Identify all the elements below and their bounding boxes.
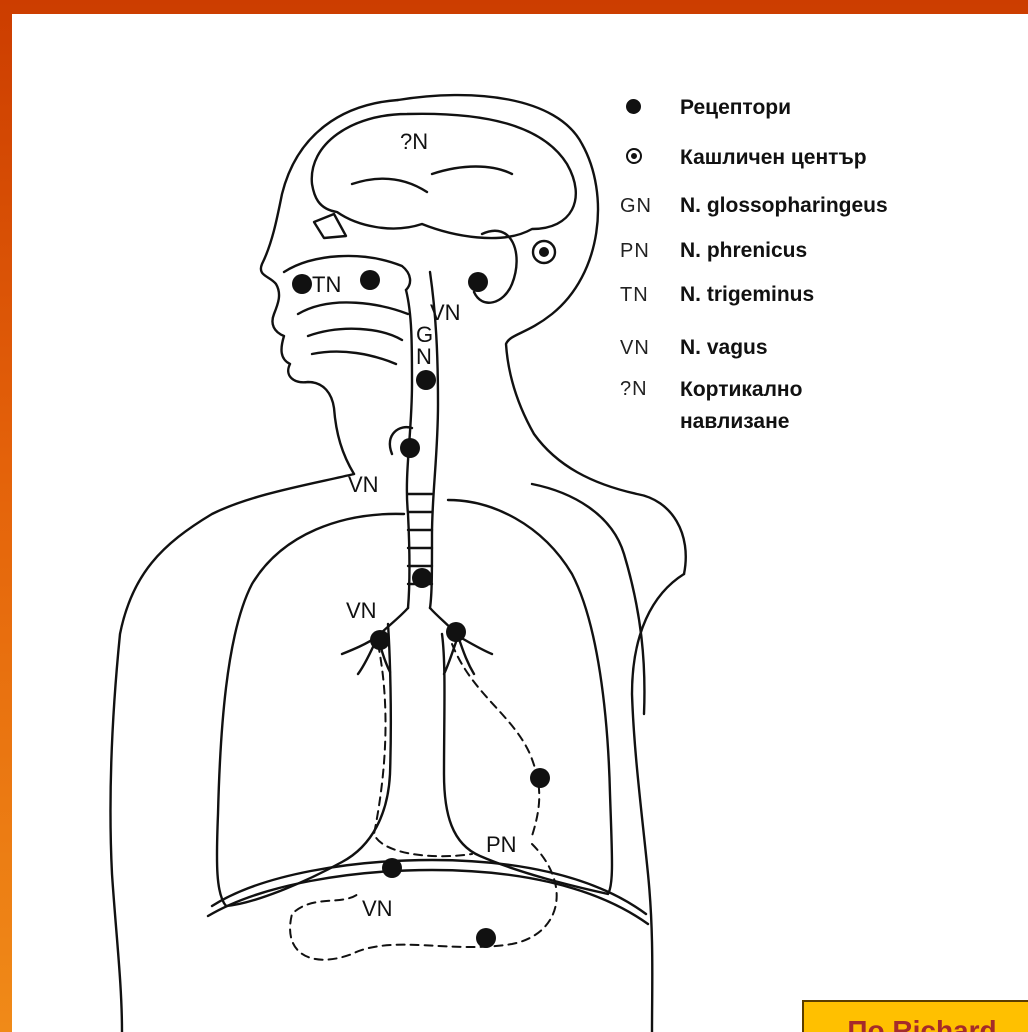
legend-item-pn: PN N. phrenicus (620, 239, 807, 263)
torso-outline (110, 474, 354, 1032)
legend-item-receptors: Рецептори (620, 96, 791, 120)
receptor-dot (446, 622, 466, 642)
legend-item-gn: GN N. glossopharingeus (620, 194, 888, 218)
legend-label: N. phrenicus (680, 239, 807, 263)
oral-cavity (298, 302, 408, 314)
receptor-dot (400, 438, 420, 458)
label-stomach: VN (362, 896, 393, 921)
legend-label: Кортикално навлизане (680, 374, 860, 438)
legend-symbol: VN (620, 337, 680, 360)
legend-label: N. vagus (680, 336, 768, 360)
legend-symbol: TN (620, 284, 680, 307)
phrenic-nerve-path (452, 644, 539, 836)
credit-box: По Richard (802, 1000, 1028, 1032)
label-larynx: VN (348, 472, 379, 497)
legend-label: N. glossopharingeus (680, 194, 888, 218)
legend-item-cortical: ?N Кортикално навлизане (620, 378, 860, 438)
legend-symbol: GN (620, 195, 680, 218)
body-diagram: ?N TN VN G N VN VN PN VN (12, 14, 1028, 1032)
receptor-dot (476, 928, 496, 948)
left-lung (442, 500, 612, 894)
receptor-dot (416, 370, 436, 390)
vagus-nerve-path (374, 644, 472, 856)
ringed-dot-icon (620, 147, 680, 170)
eye-outline (314, 214, 346, 238)
label-mouth: TN (312, 272, 341, 297)
filled-dot-icon (620, 97, 680, 120)
receptor-dot (412, 568, 432, 588)
brain-outline (312, 114, 576, 238)
label-brain: ?N (400, 129, 428, 154)
label-glosso-n: N (416, 344, 432, 369)
ear-outline (474, 231, 517, 303)
cough-center-icon (533, 241, 555, 263)
legend-item-vn: VN N. vagus (620, 336, 768, 360)
legend-label: Кашличен център (680, 146, 867, 170)
receptor-dot (530, 768, 550, 788)
receptor-dot (370, 630, 390, 650)
legend-item-cough-center: Кашличен център (620, 146, 867, 170)
right-lung (217, 514, 404, 906)
bronchi (378, 608, 458, 636)
legend-item-tn: TN N. trigeminus (620, 283, 814, 307)
legend-label: N. trigeminus (680, 283, 814, 307)
receptor-dot (468, 272, 488, 292)
receptor-dot (292, 274, 312, 294)
slide-canvas: ?N TN VN G N VN VN PN VN Рецептори Кашли… (12, 14, 1028, 1032)
legend-symbol: ?N (620, 378, 680, 401)
receptor-dot (382, 858, 402, 878)
label-bronchi: VN (346, 598, 377, 623)
legend-label: Рецептори (680, 96, 791, 120)
label-diaphragm: PN (486, 832, 517, 857)
receptor-dot (360, 270, 380, 290)
label-ear: VN (430, 300, 461, 325)
legend-symbol: PN (620, 240, 680, 263)
stomach-outline (290, 844, 557, 960)
